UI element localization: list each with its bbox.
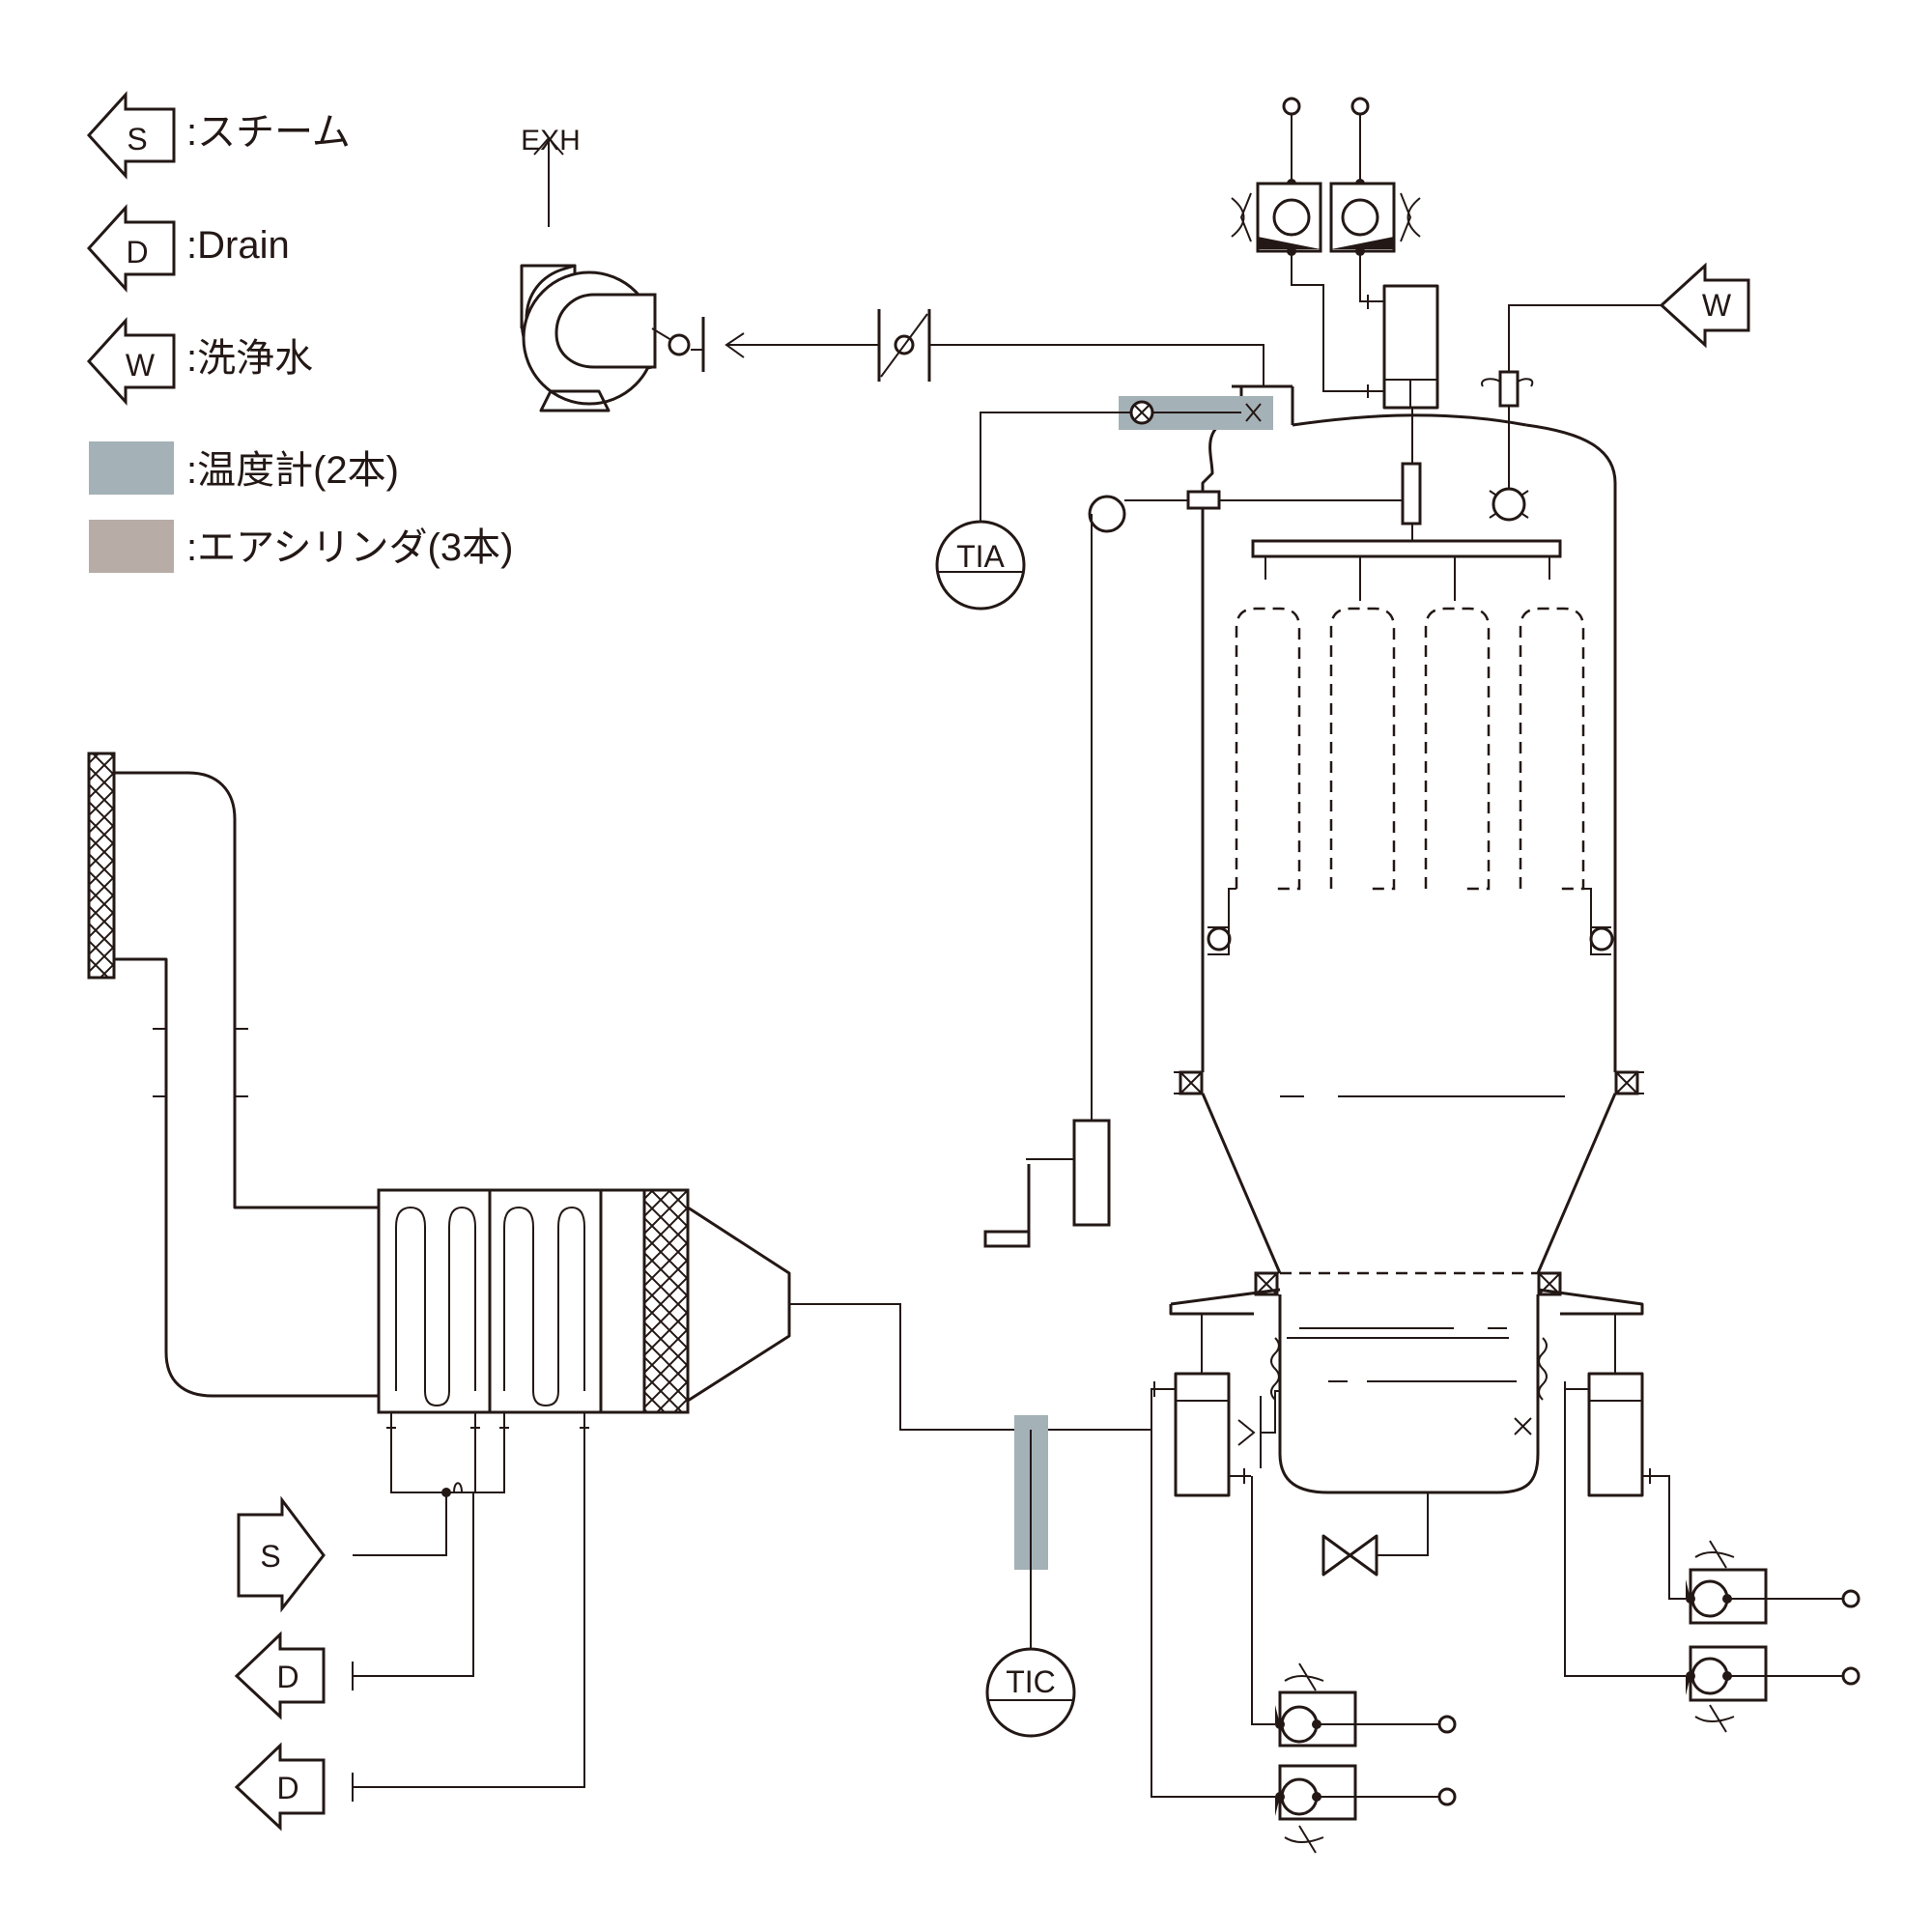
legend-steam-symbol: S [127,122,147,156]
exhaust-label: EXH [521,125,581,156]
legend-air-cylinder-text: :エアシリンダ(3本) [186,526,513,569]
bottom-air-cylinder-left [1151,1314,1280,1798]
bottom-solenoid-valve-2 [1275,1764,1457,1854]
exhaust-up-arrow-icon [533,136,564,227]
legend-drain-symbol: D [126,235,148,270]
steam-inlet-label: S [260,1539,280,1574]
bottom-air-cylinder-right [1514,1314,1686,1677]
exhaust-fan: EXH [520,125,879,412]
top-solenoid-valve-right [1329,97,1421,302]
tia-label: TIA [956,539,1005,574]
tic-label: TIC [1006,1664,1056,1699]
legend-drain: D :Drain [86,204,290,293]
fluid-bed-vessel [1169,384,1644,1494]
bottom-solenoid-valve-4 [1686,1645,1861,1733]
hepa-filter [601,1188,1151,1431]
drain-2-label: D [276,1771,298,1805]
wash-water-inlet: W [1481,262,1750,522]
legend-steam-text: :スチーム [186,111,351,154]
wash-inlet-label: W [1702,288,1732,323]
top-solenoid-valve-left [1231,97,1368,392]
wash-water-arrow-icon [86,317,176,406]
tia-instrument: TIA [935,520,1026,611]
legend-air-cylinder: :エアシリンダ(3本) [89,520,513,573]
drain-outlet-1: D [234,1631,326,1720]
legend-steam: S :スチーム [86,91,351,180]
filter-shaker-winch [983,490,1403,1248]
legend: S :スチーム D :Drain W :洗浄水 :温度計(2本) :エアシリンダ… [86,91,513,573]
bottom-solenoid-valve-1 [1275,1662,1457,1747]
drain-outlet-2: D [234,1742,326,1832]
inlet-thermometer [1014,1415,1048,1666]
legend-thermometer: :温度計(2本) [89,441,399,495]
tic-instrument: TIC [985,1647,1076,1738]
bag-filter [1207,539,1614,955]
wash-inlet-arrow-icon [1659,262,1750,349]
steam-arrow-icon [86,91,176,180]
discharge-butterfly-valve [1321,1492,1429,1577]
drain-1-label: D [276,1660,298,1694]
legend-wash-water: W :洗浄水 [86,317,313,406]
bottom-solenoid-valve-3 [1686,1540,1861,1625]
exhaust-damper-valve [877,309,1264,386]
drain-arrow-icon [86,204,176,293]
steam-drain-piping [352,1428,585,1802]
heat-exchanger [377,1188,603,1429]
drain-2-arrow-icon [234,1742,326,1832]
exhaust-thermometer [980,396,1273,522]
thermometer-swatch [89,441,174,495]
air-cylinder-swatch [89,520,174,573]
inlet-air-duct [87,752,379,1398]
legend-wash-text: :洗浄水 [186,337,313,380]
steam-inlet-arrow-icon [237,1495,326,1613]
legend-drain-text: :Drain [186,224,290,267]
legend-wash-symbol: W [126,348,156,383]
legend-thermometer-text: :温度計(2本) [186,449,399,492]
steam-inlet: S [237,1495,326,1613]
drain-1-arrow-icon [234,1631,326,1720]
